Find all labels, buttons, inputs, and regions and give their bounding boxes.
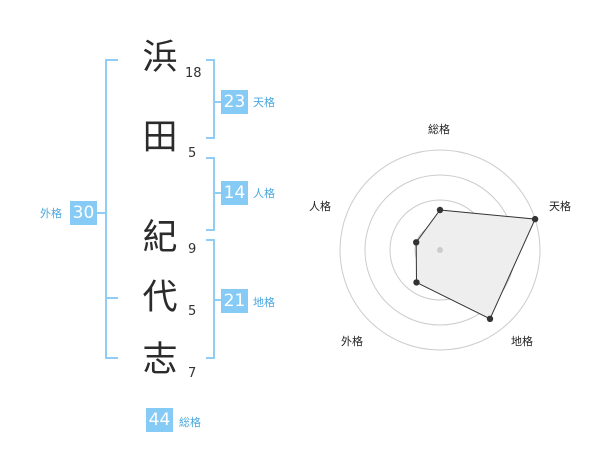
stroke-count-3: 9 [188, 242, 197, 257]
jinkaku-badge: 14 [221, 181, 248, 205]
chikaku-badge: 21 [221, 289, 248, 313]
gaikaku-label: 外格 [40, 207, 62, 220]
soukaku-label: 総格 [179, 416, 201, 429]
stroke-count-2: 5 [188, 146, 197, 161]
radar-label-tenkaku: 天格 [549, 200, 571, 213]
jinkaku-label: 人格 [253, 187, 275, 200]
tenkaku-label: 天格 [253, 96, 275, 109]
name-char-3: 紀 [142, 218, 178, 258]
tenkaku-badge: 23 [221, 90, 248, 114]
name-char-5: 志 [142, 340, 178, 380]
radar-label-jinkaku: 人格 [309, 200, 331, 213]
radar-value-polygon [415, 209, 536, 320]
gaikaku-bracket [105, 59, 118, 359]
radar-center-dot [437, 247, 443, 253]
chikaku-label: 地格 [253, 296, 275, 309]
stroke-count-5: 7 [188, 366, 197, 381]
stroke-count-1: 18 [185, 66, 202, 81]
jinkaku-bracket [206, 157, 215, 231]
gaikaku-badge: 30 [70, 201, 97, 225]
radar-chart [339, 149, 541, 351]
tenkaku-bracket [206, 59, 215, 139]
radar-label-gaikaku: 外格 [341, 335, 363, 348]
soukaku-badge: 44 [146, 408, 173, 432]
radar-label-chikaku: 地格 [511, 335, 533, 348]
radar-point-5 [413, 239, 420, 246]
radar-point-3 [486, 315, 494, 322]
radar-point-4 [413, 279, 420, 286]
name-char-1: 浜 [142, 38, 178, 78]
stroke-count-4: 5 [188, 304, 197, 319]
name-char-4: 代 [142, 278, 178, 318]
name-char-2: 田 [142, 118, 178, 158]
radar-ring-4 [339, 149, 541, 351]
radar-label-soukaku: 総格 [428, 123, 450, 136]
radar-point-1 [436, 206, 444, 214]
radar-point-2 [531, 215, 539, 223]
chikaku-bracket [206, 239, 215, 359]
